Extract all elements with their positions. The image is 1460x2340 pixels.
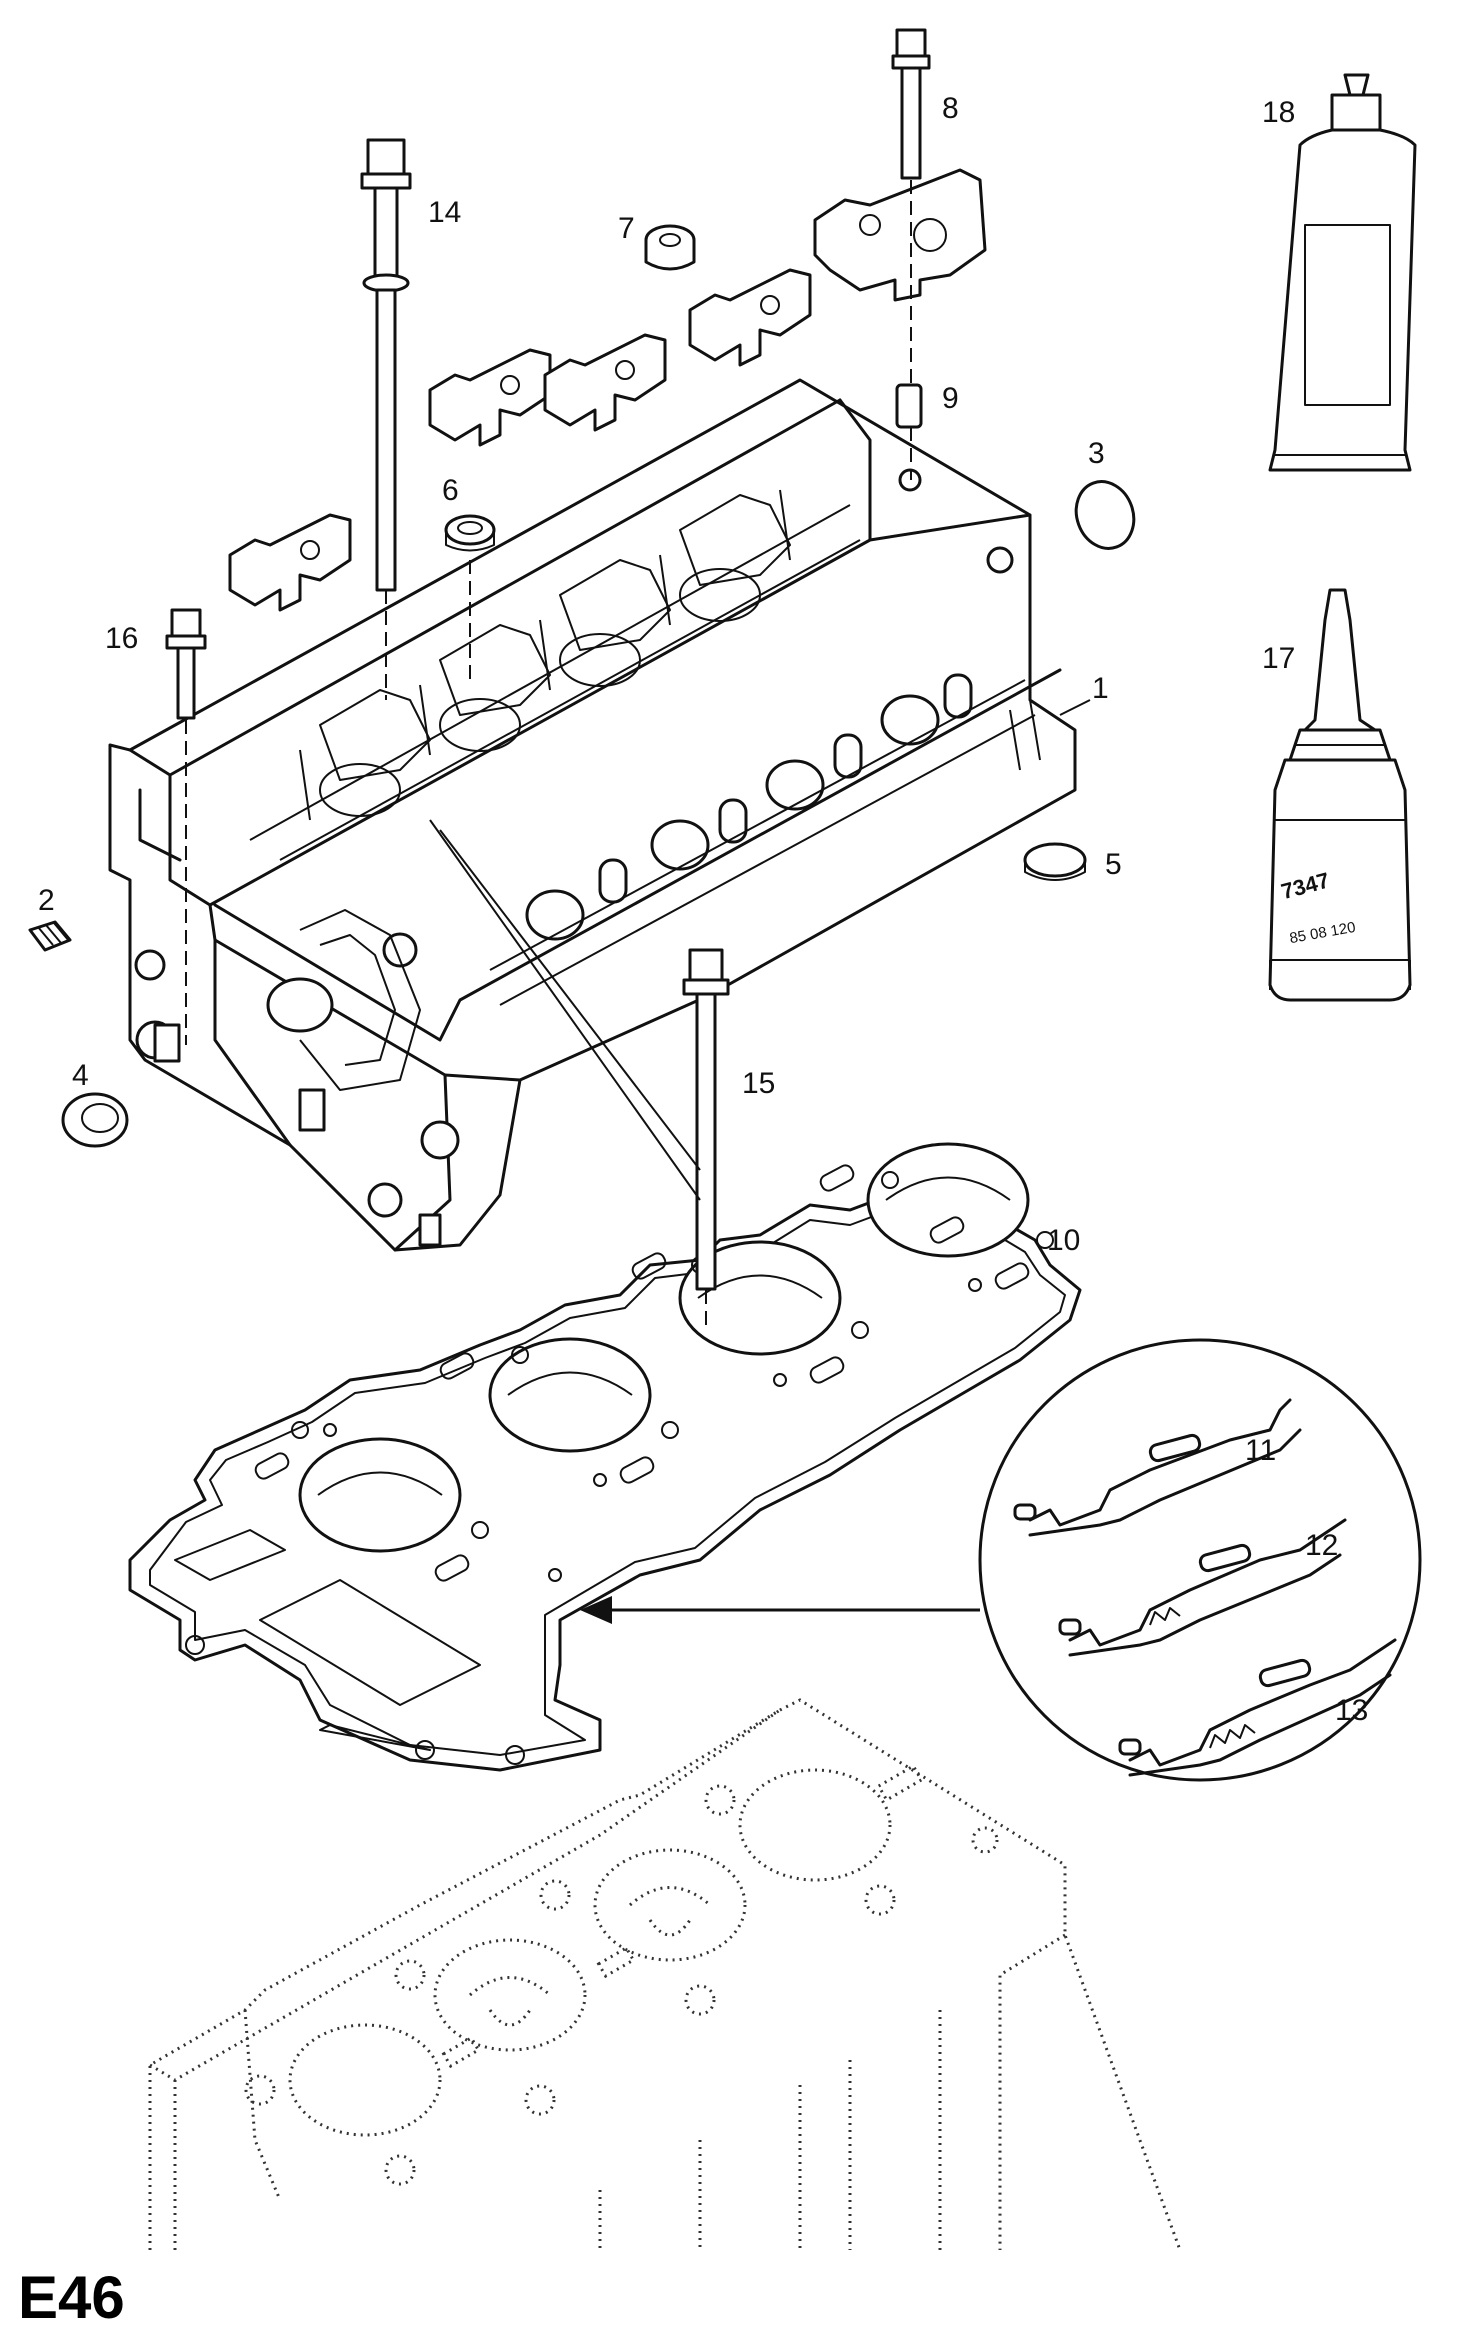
callout-10: 10 [1047, 1224, 1080, 1257]
callout-16: 16 [105, 622, 138, 655]
alignment-lines [185, 180, 912, 1325]
plug-3 [1074, 480, 1136, 550]
engine-block-outline [148, 1698, 1182, 2251]
callout-11: 11 [1245, 1434, 1276, 1467]
adhesive-bottle-17: 7347 85 08 120 [1268, 588, 1412, 1002]
oil-seal-6 [444, 514, 496, 552]
callout-5: 5 [1105, 848, 1122, 881]
callout-2: 2 [38, 884, 55, 917]
sealant-tube-18 [1268, 73, 1417, 472]
threaded-plug-2 [28, 920, 72, 952]
callout-8: 8 [942, 92, 959, 125]
callout-4: 4 [72, 1059, 89, 1092]
callout-7: 7 [618, 212, 635, 245]
bolt-14 [360, 138, 412, 592]
callout-13: 13 [1335, 1694, 1368, 1727]
camshaft-bearing-caps [228, 168, 987, 612]
gasket-detail-callout [978, 1338, 1422, 1782]
plug-5 [1023, 842, 1087, 881]
camshaft-seal-4 [61, 1092, 129, 1148]
cylinder-head-gasket [128, 1142, 1082, 1772]
callout-leaders [1059, 699, 1091, 716]
callout-3: 3 [1088, 437, 1105, 470]
callout-18: 18 [1262, 96, 1295, 129]
detail-arrow [580, 1596, 980, 1624]
bolt-8 [891, 28, 931, 180]
valve-stem-seal-7 [644, 224, 696, 271]
callout-14: 14 [428, 196, 461, 229]
callout-12: 12 [1305, 1529, 1338, 1562]
callout-1: 1 [1092, 672, 1109, 705]
callout-labels: 1 2 3 4 5 6 7 8 9 10 11 12 13 14 15 16 1… [38, 92, 1368, 1727]
callout-15: 15 [742, 1067, 775, 1100]
bolt-16 [165, 608, 207, 720]
cylinder-head [108, 378, 1077, 1252]
figure-code: E46 [18, 2264, 125, 2331]
callout-17: 17 [1262, 642, 1295, 675]
callout-9: 9 [942, 382, 959, 415]
callout-6: 6 [442, 474, 459, 507]
dowel-sleeve-9 [895, 383, 923, 429]
bolt-15 [682, 948, 730, 1291]
